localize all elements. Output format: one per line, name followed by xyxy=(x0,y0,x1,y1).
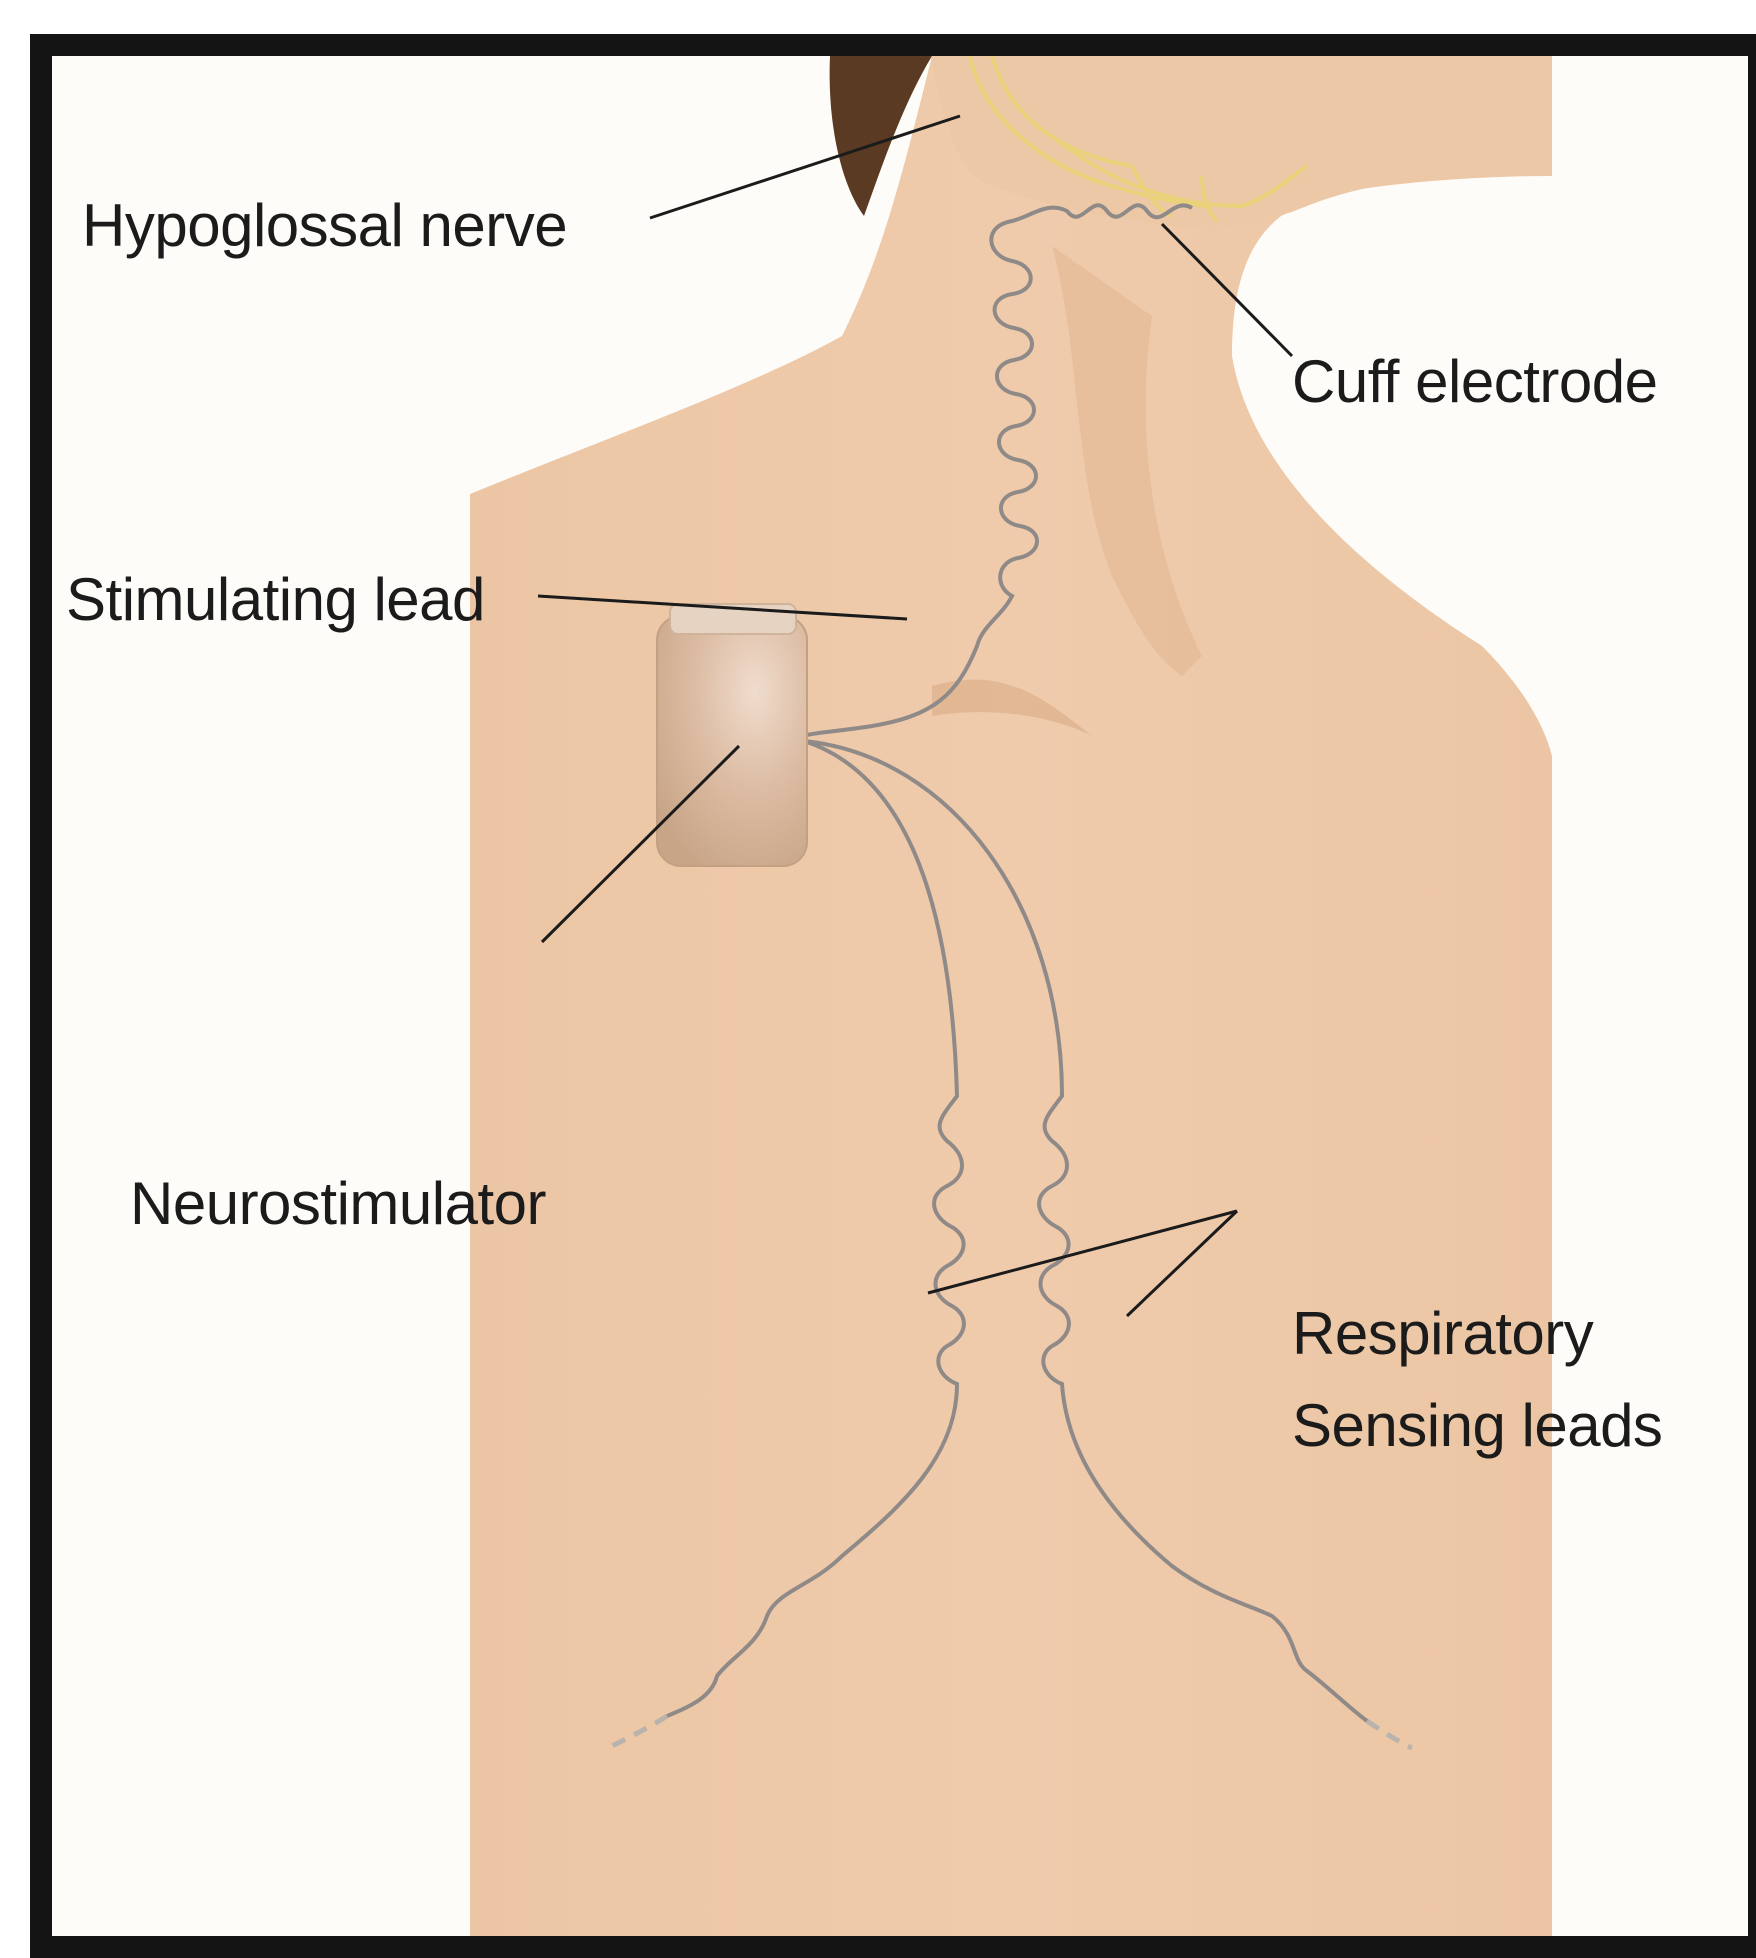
torso xyxy=(470,56,1552,1936)
hair xyxy=(829,56,932,216)
anatomy-illustration xyxy=(470,56,1552,1936)
diagram-frame: Hypoglossal nerve Cuff electrode Stimula… xyxy=(30,34,1756,1958)
lead-tips xyxy=(610,1713,1414,1751)
label-respiratory-sensing-line1: Respiratory xyxy=(1292,1300,1594,1367)
leader-cuff xyxy=(1160,222,1294,358)
leader-respiratory-1 xyxy=(927,1209,1238,1295)
leader-lines xyxy=(537,114,1294,1318)
leader-stimulating xyxy=(537,594,908,621)
neck-shadow xyxy=(1052,246,1202,676)
leader-neurostimulator xyxy=(540,744,741,944)
label-stimulating-lead: Stimulating lead xyxy=(66,566,485,633)
neurostimulator-device xyxy=(656,615,808,867)
leader-respiratory-2 xyxy=(1125,1209,1239,1318)
label-neurostimulator: Neurostimulator xyxy=(130,1170,547,1237)
leader-hypoglossal xyxy=(649,114,961,220)
label-cuff-electrode: Cuff electrode xyxy=(1292,348,1658,415)
collarbone-shadow xyxy=(932,679,1092,736)
label-hypoglossal-nerve: Hypoglossal nerve xyxy=(82,192,568,259)
jaw xyxy=(932,56,1552,230)
label-respiratory-sensing-line2: Sensing leads xyxy=(1292,1392,1663,1459)
respiratory-sensing-lead-lines xyxy=(666,739,1369,1723)
stimulating-lead-line xyxy=(801,203,1194,738)
